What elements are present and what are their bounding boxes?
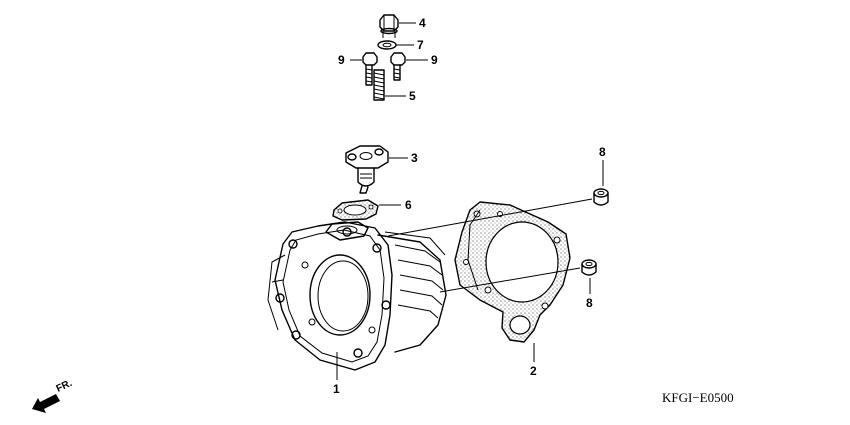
assembly-lines xyxy=(387,198,593,293)
callout-1: 1 xyxy=(333,382,340,396)
callout-9-right: 9 xyxy=(431,53,438,67)
callout-8-upper: 8 xyxy=(599,145,606,159)
dowel-pin-part-8-lower xyxy=(581,259,597,276)
callout-8-lower: 8 xyxy=(586,296,593,310)
callout-labels: 4 7 9 9 5 3 6 8 8 2 1 xyxy=(333,16,606,396)
callout-6: 6 xyxy=(405,198,412,212)
callout-5: 5 xyxy=(409,89,416,103)
cylinder-gasket-part-2 xyxy=(454,201,571,343)
direction-label: FR. xyxy=(55,378,74,395)
front-direction-indicator: FR. xyxy=(32,378,74,413)
spring-part-5 xyxy=(373,69,385,101)
callout-4: 4 xyxy=(419,16,426,30)
dowel-pin-part-8-upper xyxy=(593,188,609,206)
cylinder-part-1 xyxy=(267,221,447,371)
washer-part-7 xyxy=(377,40,397,50)
callout-9-left: 9 xyxy=(338,53,345,67)
callout-3: 3 xyxy=(411,151,418,165)
leader-lines xyxy=(336,22,604,380)
tensioner-part-3 xyxy=(345,145,389,194)
bolt-part-4 xyxy=(379,14,399,38)
direction-arrow-icon xyxy=(32,394,60,413)
bolt-part-9-left xyxy=(362,52,378,86)
callout-7: 7 xyxy=(417,38,424,52)
gasket-part-6 xyxy=(332,199,379,221)
bolt-part-9-right xyxy=(390,52,406,81)
diagram-code: KFGI−E0500 xyxy=(662,390,734,405)
callout-2: 2 xyxy=(530,364,537,378)
